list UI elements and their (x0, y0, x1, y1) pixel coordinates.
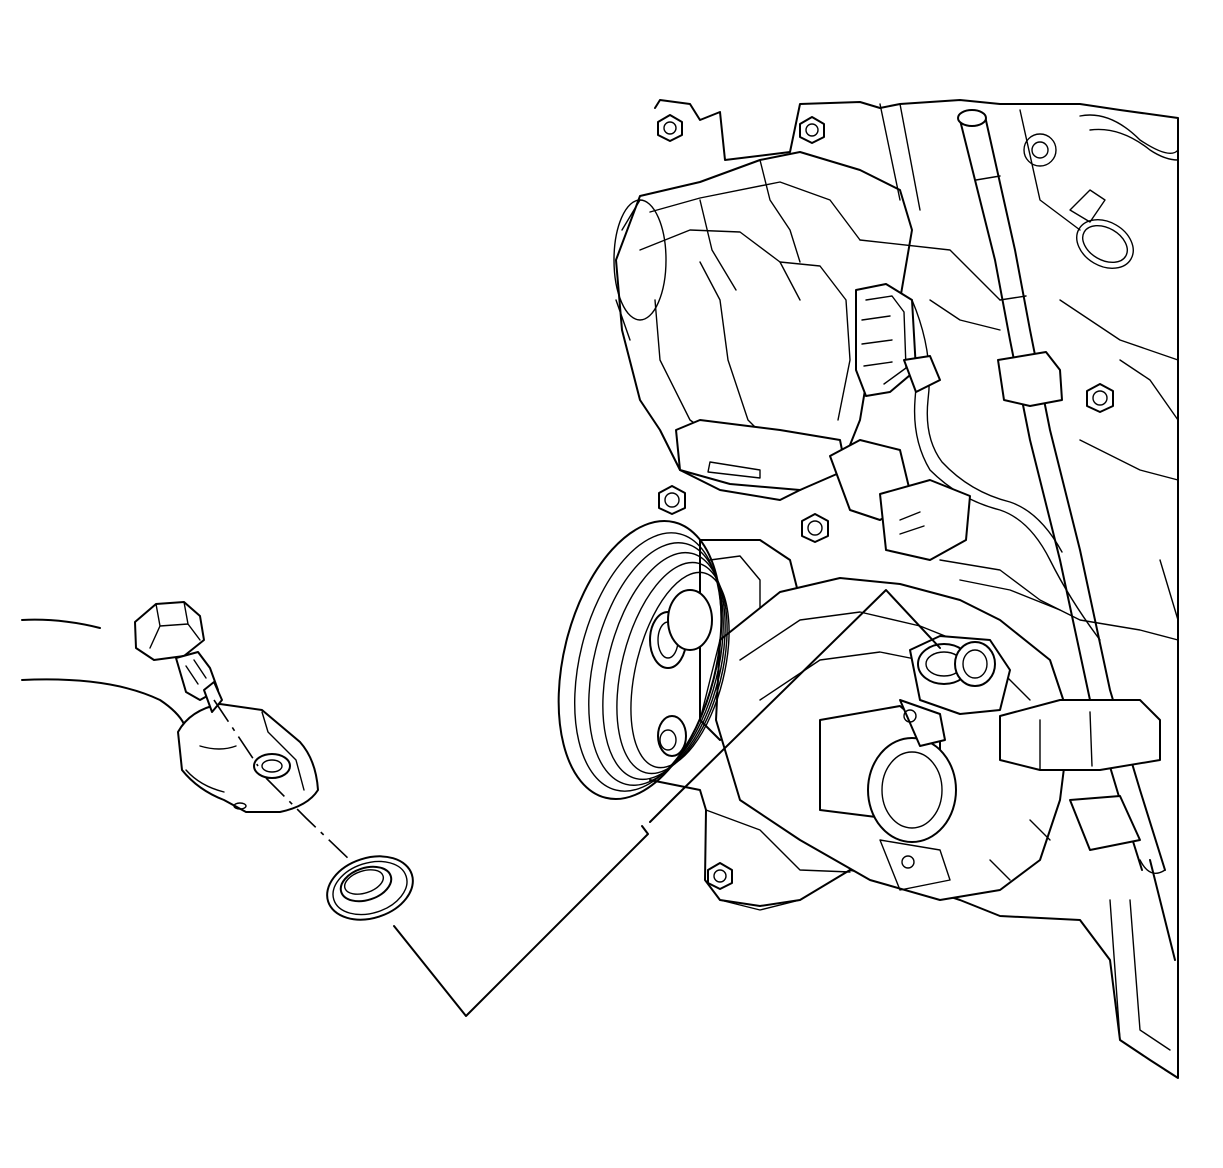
refrigerant-hose-assembly (21, 589, 941, 1017)
front-cover-housing (615, 151, 913, 501)
compressor-pulley (557, 519, 730, 801)
alignment-centerline (213, 699, 353, 863)
leader-line (393, 589, 941, 1017)
sealing-washer (326, 855, 414, 921)
dipstick-tube (959, 119, 1143, 871)
sensor-block (829, 439, 971, 561)
wiring-harness (899, 299, 1101, 641)
engine-assembly (557, 99, 1179, 1079)
engine-outline (649, 99, 1179, 1079)
electrical-connector (855, 283, 941, 397)
hose-fitting-block (177, 703, 319, 813)
compressor-outlet-port (909, 635, 1011, 715)
refrigerant-hose (21, 618, 101, 629)
